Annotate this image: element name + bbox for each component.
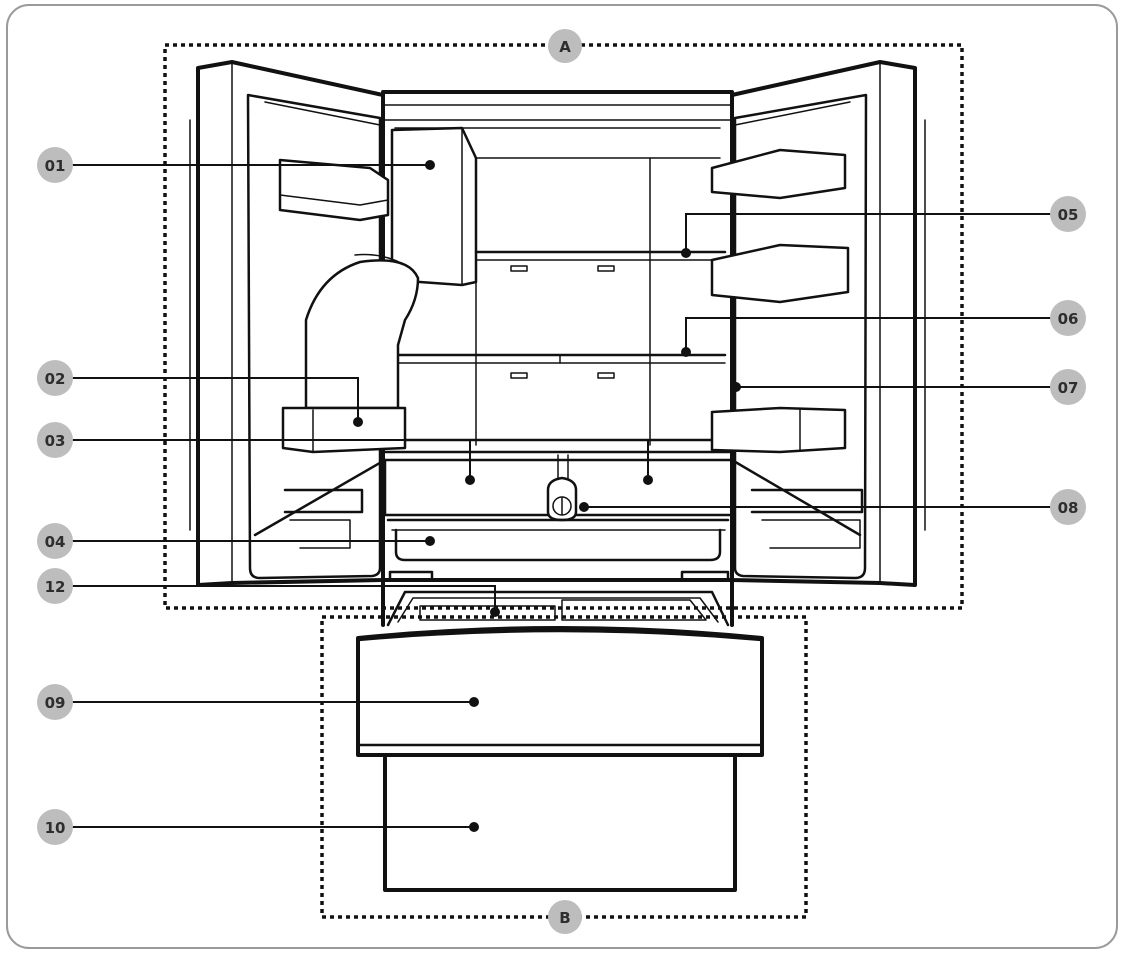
- callout-badge-09: 09: [37, 684, 73, 720]
- freezer-bottom-bin: [383, 756, 737, 892]
- callout-badge-12: 12: [37, 568, 73, 604]
- dot-01: [425, 160, 435, 170]
- left-door: [189, 60, 420, 587]
- callout-label-05: 05: [1058, 206, 1079, 224]
- callout-label-04: 04: [45, 533, 66, 551]
- dot-05: [681, 248, 691, 258]
- crisper-drawers: [383, 454, 734, 522]
- dot-04: [425, 536, 435, 546]
- callout-badge-06: 06: [1050, 300, 1086, 336]
- dot-03b: [643, 475, 653, 485]
- leader-02: [71, 377, 359, 422]
- diagram-frame: [6, 4, 1118, 949]
- callout-label-12: 12: [45, 578, 66, 596]
- dot-07: [731, 382, 741, 392]
- zone-badge-b: B: [548, 900, 582, 934]
- dot-09: [469, 697, 479, 707]
- zone-label-a: A: [559, 38, 571, 56]
- dot-10: [469, 822, 479, 832]
- leader-06: [685, 317, 1052, 352]
- dot-02: [353, 417, 363, 427]
- callout-badge-10: 10: [37, 809, 73, 845]
- deli-drawer: [386, 518, 730, 562]
- callout-label-09: 09: [45, 694, 66, 712]
- dot-12: [490, 607, 500, 617]
- dot-03a: [465, 475, 475, 485]
- dot-06: [681, 347, 691, 357]
- callout-label-07: 07: [1058, 379, 1079, 397]
- callout-badge-05: 05: [1050, 196, 1086, 232]
- zone-badge-a: A: [548, 29, 582, 63]
- callout-label-08: 08: [1058, 499, 1079, 517]
- refrigerator-illustration: [189, 60, 926, 892]
- zone-label-b: B: [559, 909, 570, 927]
- freezer-top-drawer: [381, 570, 734, 627]
- callout-badge-08: 08: [1050, 489, 1086, 525]
- freezer-drawer-front: [356, 626, 764, 757]
- callout-label-10: 10: [45, 819, 66, 837]
- callout-badge-03: 03: [37, 422, 73, 458]
- leader-12: [71, 585, 496, 612]
- callout-badge-01: 01: [37, 147, 73, 183]
- callout-label-06: 06: [1058, 310, 1079, 328]
- callout-leaders: [71, 160, 1052, 832]
- right-door: [710, 60, 926, 587]
- leader-05: [685, 213, 1052, 253]
- callout-badge-07: 07: [1050, 369, 1086, 405]
- callout-badge-04: 04: [37, 523, 73, 559]
- callout-label-01: 01: [45, 157, 66, 175]
- callout-badge-02: 02: [37, 360, 73, 396]
- bottom-shelf: [383, 438, 734, 454]
- callout-label-03: 03: [45, 432, 66, 450]
- ice-maker: [390, 126, 478, 287]
- callout-label-02: 02: [45, 370, 66, 388]
- dot-08: [579, 502, 589, 512]
